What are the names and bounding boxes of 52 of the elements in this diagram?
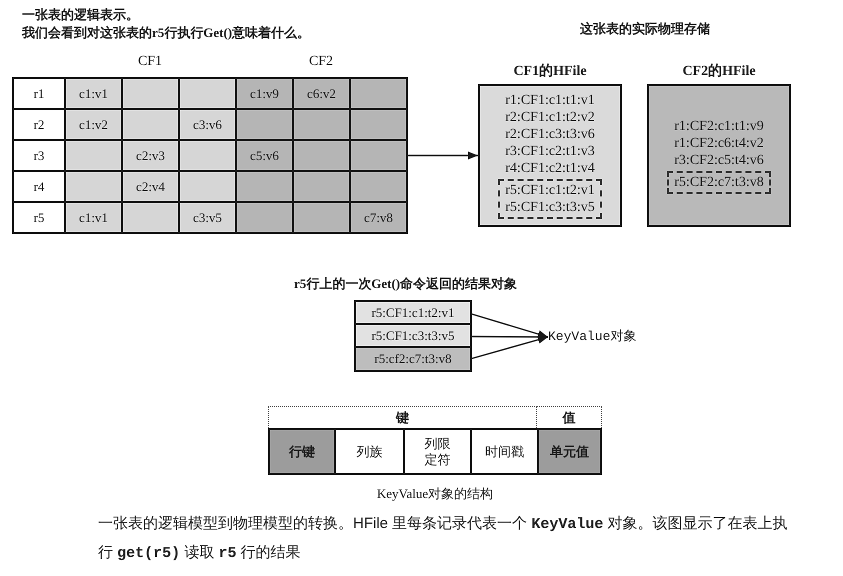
heading-text: 一张表的逻辑表示。 (22, 6, 139, 24)
record-text: r5:CF2:c7:t3:v8 (674, 174, 764, 190)
record-text: r2:CF1:c1:t2:v2 (505, 109, 595, 126)
record-text: r5:CF1:c1:t2:v1 (505, 182, 595, 199)
arrow (470, 332, 548, 341)
record-row: r5:CF1:c3:t3:v5 (356, 325, 470, 348)
record-text: r3:CF2:c5:t4:v6 (674, 152, 764, 168)
record-row: r5:cf2:c7:t3:v8 (356, 348, 470, 370)
record-text: r4:CF1:c2:t1:v4 (505, 160, 595, 177)
record-row: r5:CF1:c1:t2:v1 (356, 302, 470, 325)
table-cell: r2 (14, 110, 64, 139)
field-cell: 行键 (268, 428, 336, 475)
group-heading: r5行上的一次Get()命令返回的结果对象 (294, 274, 518, 293)
file-heading: CF1的HFile (513, 62, 587, 81)
table-cell: c7:v8 (351, 203, 406, 232)
record-text: r2:CF1:c3:t3:v6 (505, 126, 595, 143)
table-cell: c2:v4 (123, 172, 178, 201)
table-cell: c1:v2 (66, 110, 121, 139)
column-family-heading: CF1 (138, 53, 162, 71)
column-family-heading: CF2 (308, 53, 334, 71)
field-cell: 列族 (334, 428, 405, 475)
table-cell: c6:v2 (294, 79, 349, 108)
table-cell: r3 (14, 141, 64, 170)
heading-text: 我们会看到对这张表的r5行执行Get()意味着什么。 (22, 24, 310, 42)
table-cell: r4 (14, 172, 64, 201)
record-text: r5:CF1:c3:t3:v5 (505, 199, 595, 216)
table-cell: c2:v3 (123, 141, 178, 170)
record-text: r1:CF1:c1:t1:v1 (505, 92, 595, 109)
figure-caption: 一张表的逻辑模型到物理模型的转换。HFile 里每条记录代表一个 KeyValue 对象。该图显示了在表上执行 get(r5) 读取 r5 行的结果 (98, 514, 789, 564)
table-cell: c5:v6 (237, 141, 292, 170)
object-label: KeyValue对象 (548, 328, 636, 346)
table-cell: r5 (14, 203, 64, 232)
file-heading: CF2的HFile (682, 62, 756, 81)
dashed-highlight-box (498, 179, 602, 219)
table-cell: c3:v5 (180, 203, 235, 232)
field-cell: 列限定符 (403, 428, 472, 475)
field-cell: 单元值 (537, 428, 602, 475)
record-text: r1:CF2:c6:t4:v2 (674, 134, 764, 152)
arrow (408, 152, 478, 160)
table-cell: r1 (14, 79, 64, 108)
arrow (470, 312, 548, 338)
structure-caption: KeyValue对象的结构 (376, 485, 494, 503)
dashed-highlight-box (667, 170, 771, 194)
table-cell: c3:v6 (180, 110, 235, 139)
field-cell: 时间戳 (470, 428, 539, 475)
heading-text: 这张表的实际物理存储 (580, 20, 710, 38)
table-cell: c1:v1 (66, 203, 121, 232)
record-text: r1:CF2:c1:t1:v9 (674, 118, 764, 134)
record-text: r3:CF1:c2:t1:v3 (505, 143, 595, 160)
arrow (470, 336, 548, 360)
table-cell: c1:v9 (237, 79, 292, 108)
table-cell: c1:v1 (66, 79, 121, 108)
